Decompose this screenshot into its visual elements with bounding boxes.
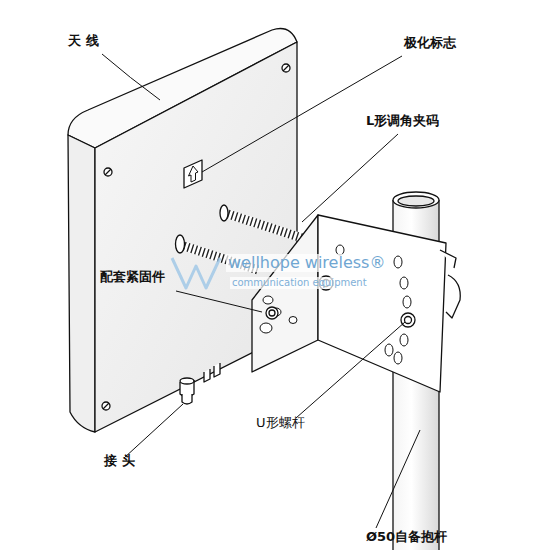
part-label: 极化标志 [404, 36, 456, 51]
part-label: 配套紧固件 [100, 270, 165, 285]
part-label: L形调角夹码 [366, 114, 439, 129]
watermark: communication equipment [230, 277, 369, 289]
connector [180, 363, 220, 404]
part-label: 天 线 [68, 34, 99, 49]
watermark: wellhope wireless® [226, 254, 387, 272]
antenna-side-edge [68, 135, 95, 432]
part-label: 接 头 [104, 454, 135, 469]
antenna-back-face [95, 42, 297, 432]
polarization-mark [184, 160, 202, 188]
part-label: U形螺杆 [256, 416, 305, 431]
watermark-logo [172, 258, 220, 288]
part-label: Ø50自备抱杆 [366, 530, 447, 545]
